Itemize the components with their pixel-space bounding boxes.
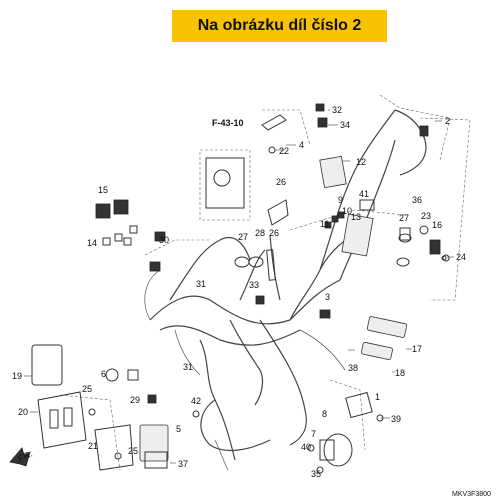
part-labels: 2 32 34 4 22 12 26 11 13 9 10 41 36 23 1… xyxy=(12,105,466,479)
part-label: 36 xyxy=(412,195,422,205)
reference-code: F-43-10 xyxy=(212,118,244,128)
part-label: 23 xyxy=(421,211,431,221)
boundary-lines xyxy=(59,94,471,471)
part-label: 7 xyxy=(311,429,316,439)
front-arrow-icon xyxy=(9,447,31,467)
part-label: 21 xyxy=(88,441,98,451)
part-label: 16 xyxy=(432,220,442,230)
part-label: 28 xyxy=(255,228,265,238)
part-label: 1 xyxy=(375,392,380,402)
part-label: 32 xyxy=(332,105,342,115)
part-label: 14 xyxy=(87,238,97,248)
part-label: 2 xyxy=(445,116,450,126)
part-label: 38 xyxy=(348,363,358,373)
part-label: 3 xyxy=(325,292,330,302)
part-label: 42 xyxy=(191,396,201,406)
part-label: 27 xyxy=(399,213,409,223)
part-label: 31 xyxy=(183,362,193,372)
part-label: 18 xyxy=(395,368,405,378)
components xyxy=(9,103,450,474)
main-harness xyxy=(144,109,427,471)
part-label: 8 xyxy=(322,409,327,419)
part-label: 19 xyxy=(12,371,22,381)
part-label: 15 xyxy=(98,185,108,195)
part-label: 31 xyxy=(196,279,206,289)
part-label: 39 xyxy=(391,414,401,424)
part-label: 9 xyxy=(338,195,343,205)
part-label: 10 xyxy=(342,206,352,216)
part-label: 11 xyxy=(320,219,329,229)
part-label: 41 xyxy=(359,189,369,199)
part-label: 12 xyxy=(356,157,366,167)
part-label: 30 xyxy=(159,235,169,245)
part-label: 17 xyxy=(412,344,422,354)
part-label: 4 xyxy=(299,140,304,150)
part-label: 25 xyxy=(128,446,138,456)
part-label: 40 xyxy=(301,442,311,452)
part-label: 25 xyxy=(82,384,92,394)
part-label: 34 xyxy=(340,120,350,130)
part-label: 35 xyxy=(311,469,321,479)
part-label: 37 xyxy=(178,459,188,469)
leader-lines xyxy=(24,109,454,464)
part-label: 33 xyxy=(249,280,259,290)
part-label: 26 xyxy=(269,228,279,238)
part-label: 20 xyxy=(18,407,28,417)
part-label: 29 xyxy=(130,395,140,405)
part-label: 5 xyxy=(176,424,181,434)
part-label: 13 xyxy=(351,212,361,222)
part-label: 6 xyxy=(101,369,106,379)
part-label: 26 xyxy=(276,177,286,187)
banner-text: Na obrázku díl číslo 2 xyxy=(197,17,362,34)
catalog-code: MKV3F3800 xyxy=(452,491,491,498)
part-label: 27 xyxy=(238,232,248,242)
part-number-banner: Na obrázku díl číslo 2 xyxy=(172,10,387,42)
part-label: 24 xyxy=(456,252,466,262)
part-label: 22 xyxy=(279,146,289,156)
